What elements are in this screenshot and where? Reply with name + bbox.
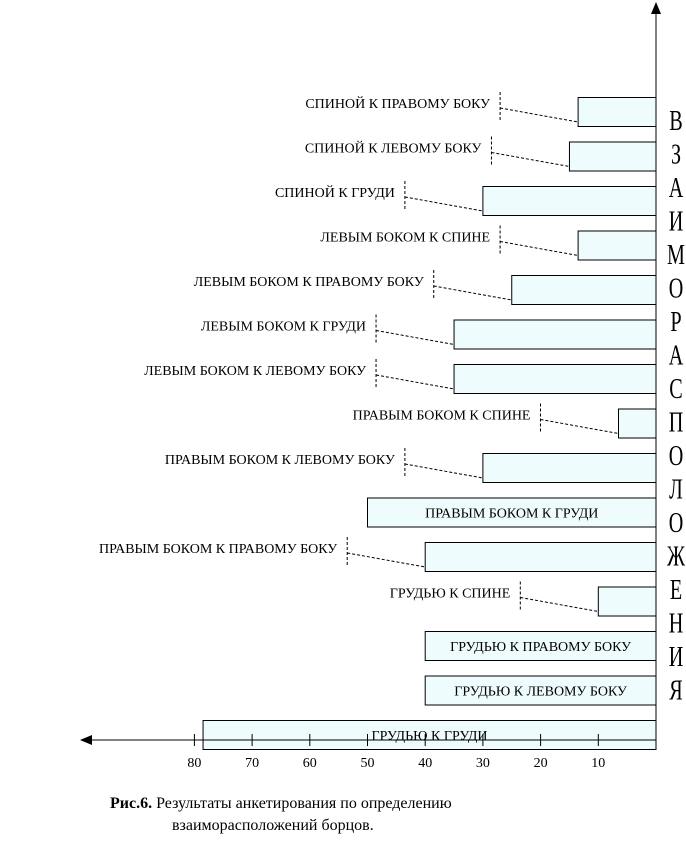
bar-group: ГРУДЬЮ К СПИНЕ xyxy=(390,581,657,617)
bar-label: ПРАВЫМ БОКОМ К ГРУДИ xyxy=(425,507,598,522)
bar-label: ПРАВЫМ БОКОМ К СПИНЕ xyxy=(353,409,531,424)
vertical-label-char: З xyxy=(671,139,681,170)
bar-label: ЛЕВЫМ БОКОМ К ГРУДИ xyxy=(201,320,366,335)
bar-label: ЛЕВЫМ БОКОМ К ПРАВОМУ БОКУ xyxy=(194,275,424,290)
bar-group: ЛЕВЫМ БОКОМ К ЛЕВОМУ БОКУ xyxy=(144,359,657,394)
bar-label: ГРУДЬЮ К СПИНЕ xyxy=(390,587,511,602)
bar xyxy=(482,453,657,483)
vertical-label-char: Я xyxy=(669,675,682,706)
vertical-label-char: А xyxy=(669,340,684,371)
bar-group: СПИНОЙ К ЛЕВОМУ БОКУ xyxy=(305,136,657,172)
vertical-label-char: О xyxy=(669,441,684,472)
bar-label: ЛЕВЫМ БОКОМ К ЛЕВОМУ БОКУ xyxy=(144,364,366,379)
bars-layer: СПИНОЙ К ПРАВОМУ БОКУ СПИНОЙ К ЛЕВОМУ БОК… xyxy=(99,92,657,750)
vertical-label-char: С xyxy=(669,374,682,405)
vertical-label-char: И xyxy=(669,642,684,673)
bar-label: ЛЕВЫМ БОКОМ К СПИНЕ xyxy=(320,231,490,246)
bar-group: ГРУДЬЮ К ПРАВОМУ БОКУ xyxy=(424,631,657,661)
bar-group: ЛЕВЫМ БОКОМ К ГРУДИ xyxy=(201,314,657,350)
vertical-label-char: Л xyxy=(669,474,683,505)
bar-group: ПРАВЫМ БОКОМ К ГРУДИ xyxy=(367,497,657,528)
bar-group: СПИНОЙ К ГРУДИ xyxy=(275,181,657,216)
x-tick-label: 10 xyxy=(591,756,605,771)
bar xyxy=(424,542,657,572)
vertical-label-char: П xyxy=(669,407,684,438)
caption-line2: взаиморасположений борцов. xyxy=(172,817,374,834)
leader-line xyxy=(375,374,455,390)
x-tick-label: 40 xyxy=(418,756,432,771)
bar xyxy=(424,631,657,661)
caption-line1: Результаты анкетирования по определению xyxy=(152,795,452,812)
bar-group: ГРУДЬЮ К ЛЕВОМУ БОКУ xyxy=(424,675,657,706)
leader-line xyxy=(500,241,579,256)
leader-line xyxy=(375,330,455,345)
leader-line xyxy=(500,107,579,123)
bar-group: ГРУДЬЮ К ГРУДИ xyxy=(202,720,657,750)
bar-group: СПИНОЙ К ПРАВОМУ БОКУ xyxy=(305,92,657,127)
x-tick-label: 60 xyxy=(303,756,317,771)
leader-line xyxy=(347,552,426,568)
leader-line xyxy=(433,285,512,301)
x-tick-label: 80 xyxy=(187,756,201,771)
bar xyxy=(597,586,657,617)
vertical-label-char: И xyxy=(669,206,684,237)
bar xyxy=(367,497,657,528)
bar xyxy=(617,408,657,439)
bar xyxy=(577,230,657,261)
vertical-label-char: О xyxy=(669,508,684,539)
vertical-label-char: В xyxy=(669,106,682,137)
bar-group: ПРАВЫМ БОКОМ К СПИНЕ xyxy=(353,403,657,439)
vertical-label-char: Н xyxy=(669,608,684,639)
bar xyxy=(511,275,657,305)
vertical-label-char: О xyxy=(669,273,684,304)
bar-label: ГРУДЬЮ К ПРАВОМУ БОКУ xyxy=(450,640,631,655)
bar-label: ГРУДЬЮ К ГРУДИ xyxy=(372,729,488,744)
x-tick-label: 30 xyxy=(476,756,490,771)
leader-line xyxy=(520,597,599,612)
bar-label: СПИНОЙ К ЛЕВОМУ БОКУ xyxy=(305,140,482,157)
bar xyxy=(568,141,657,172)
x-tick-label: 70 xyxy=(245,756,259,771)
bar-group: ЛЕВЫМ БОКОМ К ПРАВОМУ БОКУ xyxy=(194,270,657,305)
bar-label: СПИНОЙ К ПРАВОМУ БОКУ xyxy=(305,95,490,112)
figure-caption: Рис.6. Результаты анкетирования по опред… xyxy=(110,793,670,837)
caption-prefix: Рис.6. xyxy=(110,795,153,812)
bar-label: СПИНОЙ К ГРУДИ xyxy=(275,184,395,201)
bar-group: ПРАВЫМ БОКОМ К ЛЕВОМУ БОКУ xyxy=(165,448,657,483)
bar xyxy=(453,319,657,350)
bar-label: ПРАВЫМ БОКОМ К ЛЕВОМУ БОКУ xyxy=(165,453,395,468)
leader-line xyxy=(404,463,483,479)
vertical-label-char: Ж xyxy=(667,541,685,572)
leader-line xyxy=(540,419,619,434)
leader-line xyxy=(491,152,570,167)
bar xyxy=(577,97,657,127)
bar-group: ПРАВЫМ БОКОМ К ПРАВОМУ БОКУ xyxy=(99,537,657,572)
bar xyxy=(453,364,657,394)
bar-label: ГРУДЬЮ К ЛЕВОМУ БОКУ xyxy=(454,685,627,700)
leader-line xyxy=(404,196,483,212)
axes-layer xyxy=(80,2,661,745)
vertical-label-char: Р xyxy=(670,307,681,338)
x-tick-label: 20 xyxy=(534,756,548,771)
x-tick-label: 50 xyxy=(361,756,375,771)
bar-label: ПРАВЫМ БОКОМ К ПРАВОМУ БОКУ xyxy=(99,542,337,557)
bar xyxy=(482,186,657,216)
vertical-label-char: Е xyxy=(670,575,682,606)
horizontal-axis-arrow xyxy=(80,735,92,745)
vertical-label-char: А xyxy=(669,173,684,204)
bar-group: ЛЕВЫМ БОКОМ К СПИНЕ xyxy=(320,225,657,261)
bar-chart: СПИНОЙ К ПРАВОМУ БОКУ СПИНОЙ К ЛЕВОМУ БОК… xyxy=(80,2,685,771)
bar xyxy=(424,675,657,706)
ticks-layer: 80 70 60 50 40 30 20 10 xyxy=(187,734,605,771)
vertical-axis-arrow xyxy=(651,2,661,14)
vertical-label-char: М xyxy=(667,240,685,271)
